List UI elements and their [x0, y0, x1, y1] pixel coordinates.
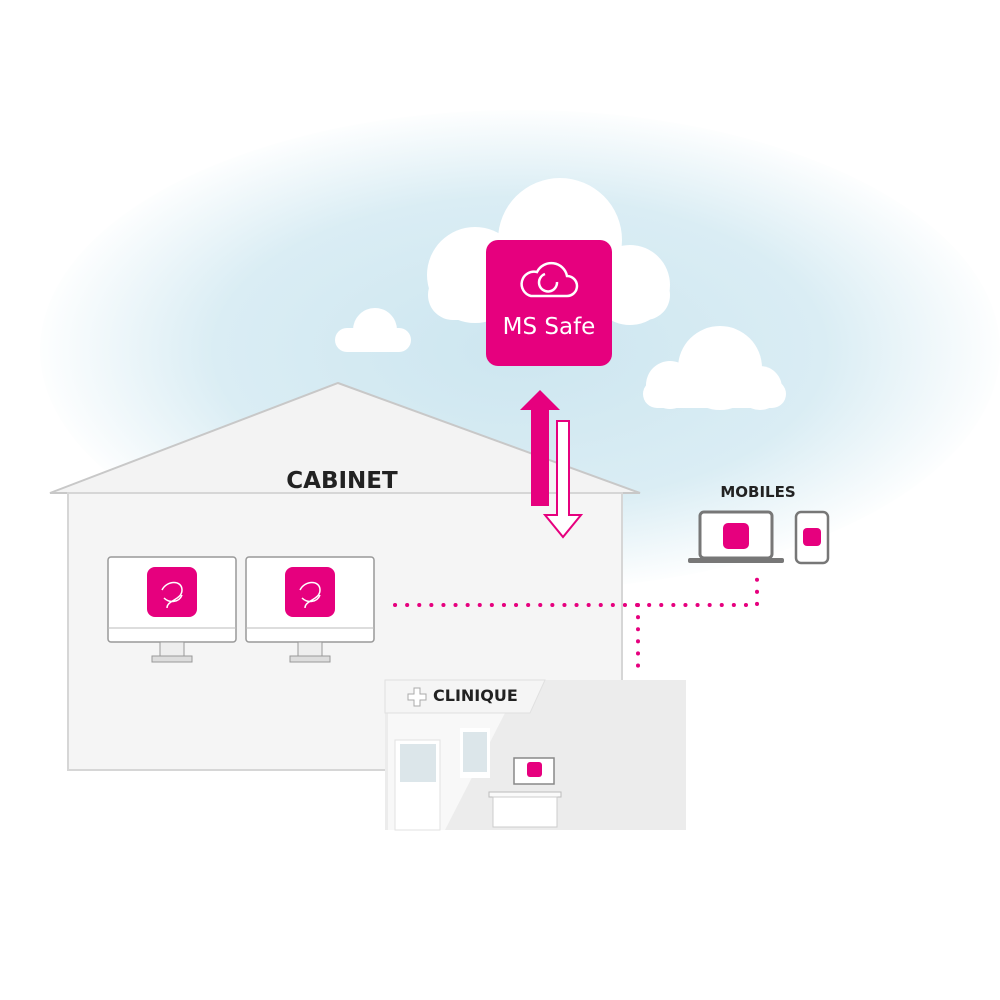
download-arrow-icon	[542, 420, 584, 539]
workstation-1	[107, 556, 237, 663]
cabinet-label: CABINET	[286, 468, 398, 494]
app-icon	[723, 523, 749, 549]
cloud-icon	[520, 261, 579, 298]
laptop	[688, 510, 784, 563]
cloud-small	[335, 308, 411, 352]
upload-arrow-icon	[520, 390, 560, 506]
ms-safe-label: MS Safe	[502, 314, 596, 340]
mobiles-label: MOBILES	[720, 483, 796, 501]
ms-safe-tile: MS Safe	[486, 240, 612, 366]
cloud-right	[643, 326, 786, 410]
sync-arrows	[520, 390, 584, 539]
network-connection	[393, 573, 759, 677]
app-icon	[527, 762, 542, 777]
smartphone	[794, 510, 830, 565]
app-icon	[803, 528, 821, 546]
app-icon	[285, 567, 335, 617]
clinic-building	[384, 679, 686, 831]
workstation-2	[245, 556, 375, 663]
app-icon	[147, 567, 197, 617]
medical-cross-icon	[407, 687, 427, 707]
clinic-label: CLINIQUE	[433, 686, 518, 705]
